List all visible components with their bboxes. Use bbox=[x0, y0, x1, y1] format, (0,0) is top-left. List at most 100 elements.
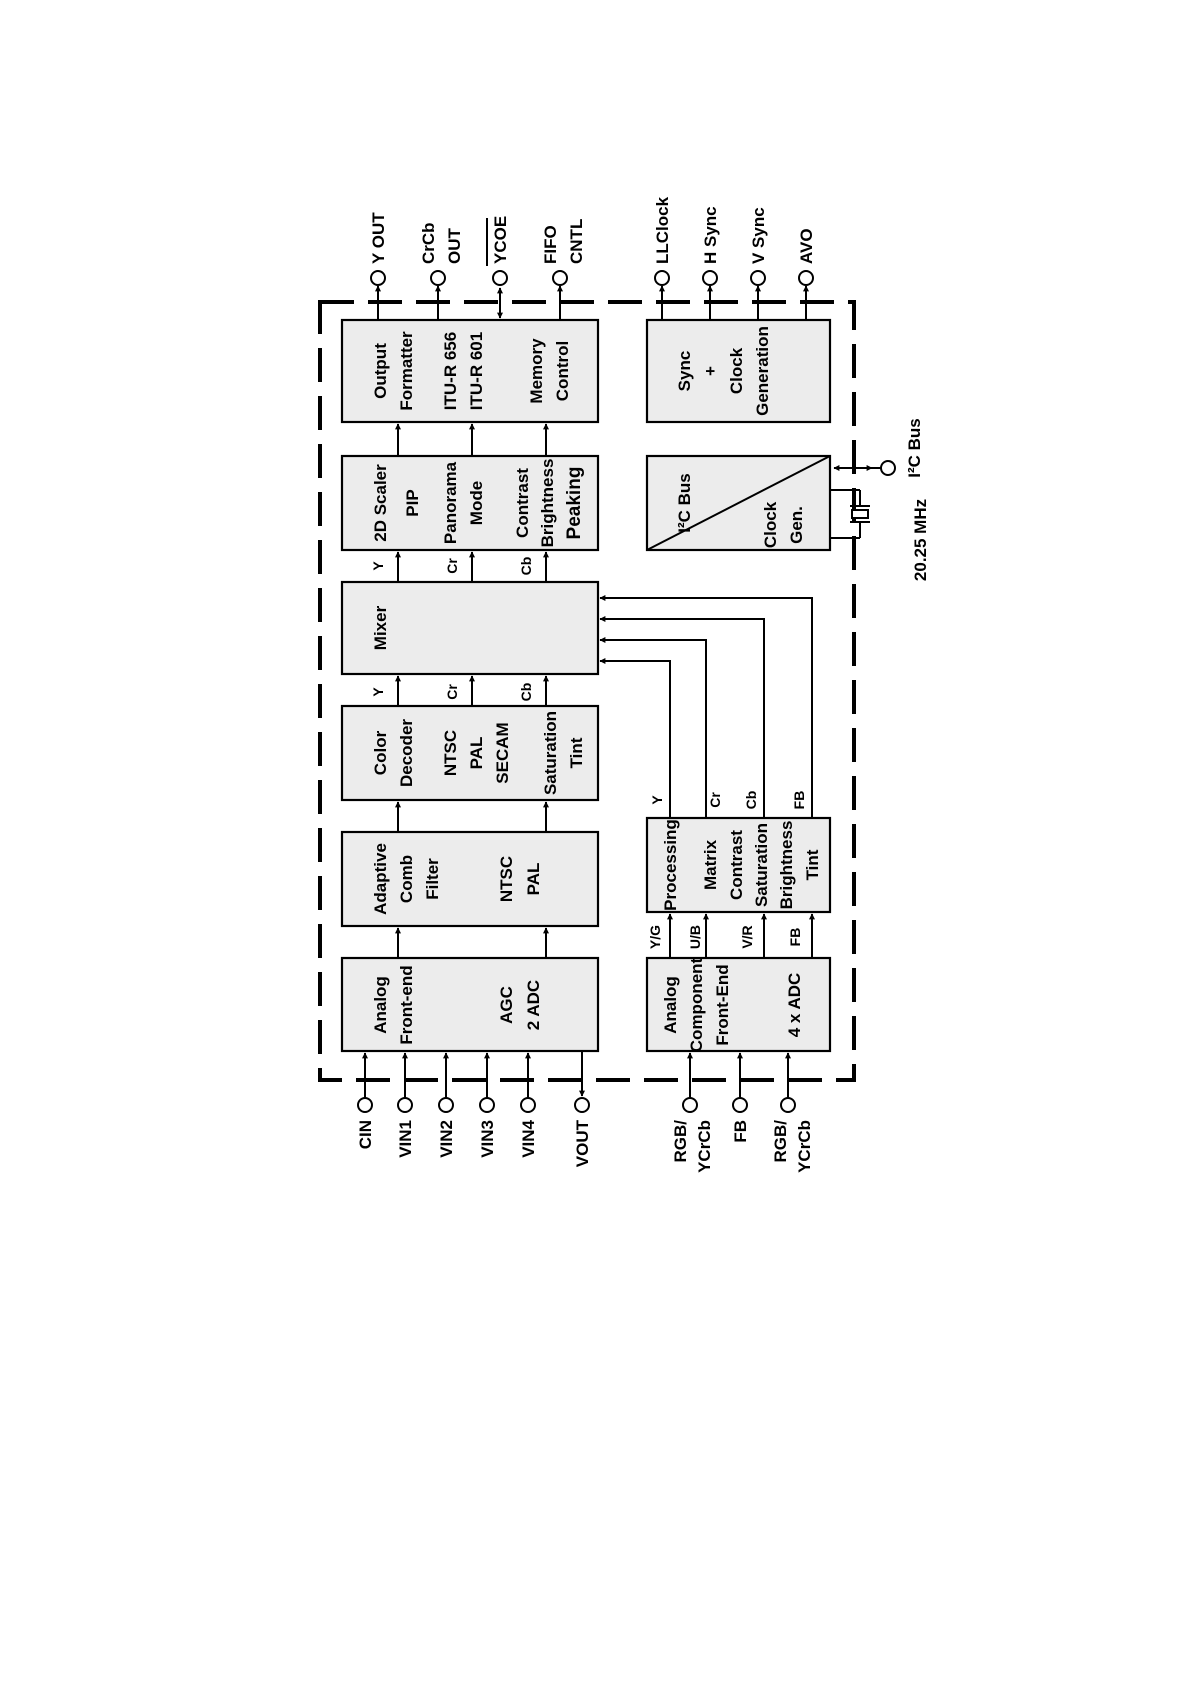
pin-vin4: VIN4 bbox=[519, 1119, 538, 1157]
block-adaptive-comb-filter: Adaptive Comb Filter NTSC PAL bbox=[340, 830, 600, 928]
block-color-decoder: Color Decoder NTSC PAL SECAM Saturation … bbox=[340, 704, 600, 802]
sig-ub: U/B bbox=[687, 925, 703, 949]
pin-vout: VOUT bbox=[573, 1119, 592, 1167]
pin-vin2: VIN2 bbox=[437, 1120, 456, 1158]
label: Saturation bbox=[541, 711, 560, 795]
sig-yg: Y/G bbox=[647, 925, 663, 949]
pin-y-out: Y OUT bbox=[369, 212, 388, 264]
sig-fb: FB bbox=[787, 928, 803, 947]
label: Formatter bbox=[397, 331, 416, 411]
label: Brightness bbox=[538, 459, 557, 548]
label: 4 x ADC bbox=[785, 973, 804, 1038]
sig-cb: Cb bbox=[743, 791, 759, 810]
sig-cr: Cr bbox=[444, 684, 460, 700]
sig-y: Y bbox=[370, 561, 386, 571]
label: NTSC bbox=[441, 730, 460, 776]
pin-vsync: V Sync bbox=[749, 207, 768, 264]
pin-ycrcb-1: YCrCb bbox=[695, 1120, 714, 1173]
label: + bbox=[701, 366, 720, 376]
label: Panorama bbox=[441, 461, 460, 544]
sig-cb: Cb bbox=[518, 557, 534, 576]
label: I²C Bus bbox=[675, 473, 694, 533]
pin-crcb-out: OUT bbox=[445, 228, 464, 265]
label: Mode bbox=[467, 481, 486, 525]
block-i2c-clock-gen: I²C Bus Clock Gen. bbox=[645, 454, 832, 552]
block-2d-scaler: 2D Scaler PIP Panorama Mode Contrast Bri… bbox=[340, 454, 600, 552]
sig-cr: Cr bbox=[707, 792, 723, 808]
label: Contrast bbox=[513, 468, 532, 538]
sig-y: Y bbox=[370, 687, 386, 697]
label: Mixer bbox=[371, 605, 390, 650]
internal-wires bbox=[395, 423, 815, 958]
pin-rgb-1: RGB/ bbox=[671, 1120, 690, 1163]
pin-avo: AVO bbox=[797, 228, 816, 264]
label: Decoder bbox=[397, 719, 416, 787]
label: Sync bbox=[675, 351, 694, 392]
pin-ycrcb-2: YCrCb bbox=[795, 1120, 814, 1173]
label: Processing bbox=[661, 819, 680, 911]
block-component-front-end: Analog Component Front-End 4 x ADC bbox=[645, 956, 832, 1052]
label: Clock bbox=[761, 501, 780, 548]
pin-rgb-2: RGB/ bbox=[771, 1120, 790, 1163]
label: Peaking bbox=[564, 467, 585, 540]
label: ITU-R 601 bbox=[467, 332, 486, 410]
block-output-formatter: Output Formatter ITU-R 656 ITU-R 601 Mem… bbox=[340, 318, 600, 424]
sig-cr: Cr bbox=[444, 558, 460, 574]
label: Tint bbox=[803, 849, 822, 880]
label: Generation bbox=[753, 326, 772, 416]
label: Adaptive bbox=[371, 843, 390, 915]
pin-fb: FB bbox=[731, 1120, 750, 1143]
pin-cntl: CNTL bbox=[567, 219, 586, 264]
label: NTSC bbox=[497, 856, 516, 902]
label: Front-End bbox=[713, 964, 732, 1045]
pin-vin1: VIN1 bbox=[396, 1120, 415, 1158]
crystal-label: 20.25 MHz bbox=[911, 499, 930, 581]
signal-labels: Y Cr Cb Y Cr Cb Y/G U/B V/R FB Y Cr Cb F… bbox=[370, 557, 807, 949]
label: Clock bbox=[727, 347, 746, 394]
label: Tint bbox=[567, 737, 586, 768]
label: Front-end bbox=[397, 965, 416, 1044]
input-pins: CIN VIN1 VIN2 VIN3 VIN4 VOUT bbox=[356, 1051, 592, 1167]
chip-boundary bbox=[318, 300, 856, 1082]
pin-fifo: FIFO bbox=[541, 225, 560, 264]
block-processing: Processing Matrix Contrast Saturation Br… bbox=[645, 816, 832, 914]
block-mixer: Mixer bbox=[340, 580, 600, 676]
label: Comb bbox=[397, 855, 416, 903]
label: 2D Scaler bbox=[371, 464, 390, 542]
output-pins: Y OUT CrCb OUT YCOE FIFO CNTL bbox=[369, 212, 586, 320]
block-sync-clock-generation: Sync + Clock Generation bbox=[645, 318, 832, 424]
label: AGC bbox=[497, 986, 516, 1024]
crystal-20mhz: 20.25 MHz bbox=[830, 489, 930, 581]
label: Control bbox=[553, 341, 572, 401]
label: Matrix bbox=[701, 839, 720, 890]
label: Filter bbox=[423, 858, 442, 900]
label: 2 ADC bbox=[524, 980, 543, 1030]
pin-vin3: VIN3 bbox=[478, 1120, 497, 1158]
sig-y: Y bbox=[649, 795, 665, 805]
label: Output bbox=[371, 343, 390, 399]
label: Analog bbox=[371, 976, 390, 1034]
label: ITU-R 656 bbox=[441, 332, 460, 410]
label: Gen. bbox=[787, 506, 806, 544]
pin-crcb: CrCb bbox=[419, 222, 438, 264]
label: Memory bbox=[527, 338, 546, 404]
label: Analog bbox=[661, 976, 680, 1034]
label: Contrast bbox=[727, 830, 746, 900]
i2c-bus-label: I²C Bus bbox=[905, 418, 924, 478]
label: PIP bbox=[403, 489, 422, 516]
pin-cin: CIN bbox=[356, 1120, 375, 1149]
label: Color bbox=[371, 730, 390, 775]
component-input-pins: RGB/ YCrCb FB RGB/ YCrCb bbox=[671, 1052, 814, 1173]
sync-output-pins: LLClock H Sync V Sync AVO bbox=[653, 196, 816, 320]
label: Saturation bbox=[752, 823, 771, 907]
sig-cb: Cb bbox=[518, 683, 534, 702]
label: Component bbox=[687, 957, 706, 1052]
pin-ycoe: YCOE bbox=[491, 216, 510, 264]
label: SECAM bbox=[493, 722, 512, 783]
sig-fb: FB bbox=[791, 791, 807, 810]
sig-vr: V/R bbox=[739, 925, 755, 948]
label: Brightness bbox=[777, 821, 796, 910]
i2c-bus-pin: I²C Bus bbox=[833, 418, 924, 478]
label: PAL bbox=[524, 863, 543, 896]
